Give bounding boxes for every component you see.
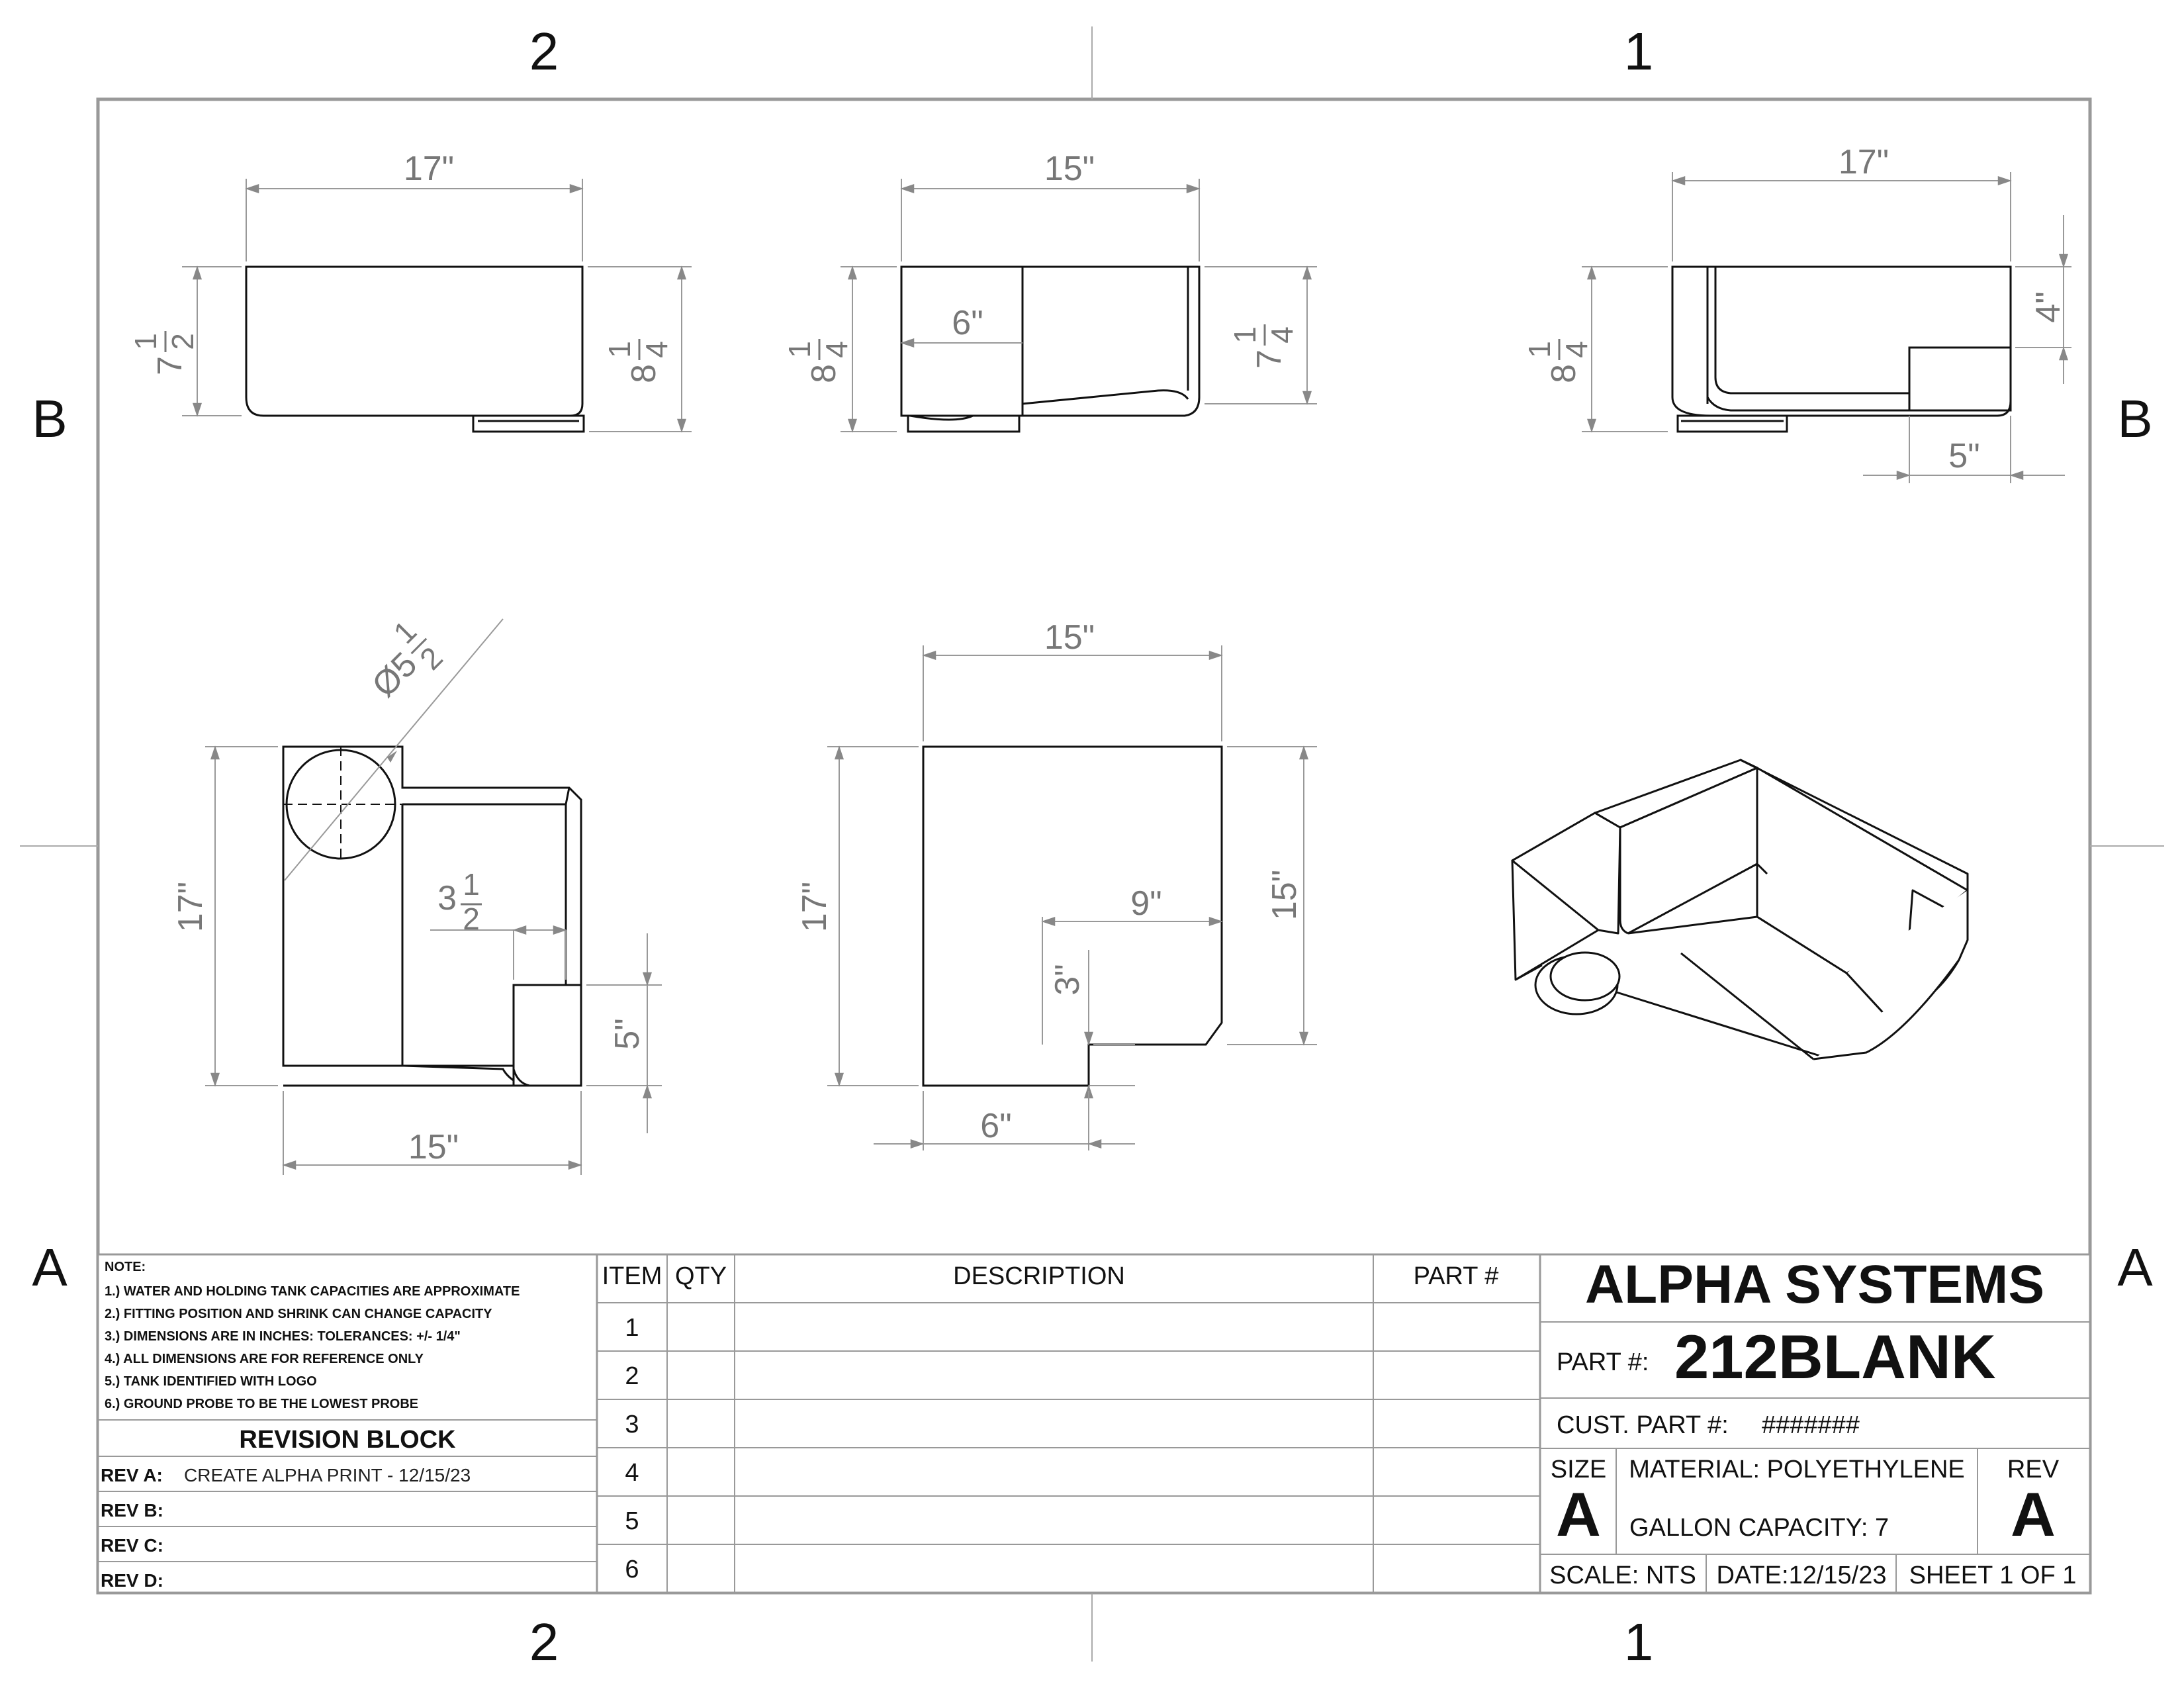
isometric-view [1511,759,1969,1060]
customer-part-value: ####### [1762,1411,1860,1439]
back-width-label: 17" [1839,143,1889,181]
date-text: DATE:12/15/23 [1716,1562,1886,1589]
notes-heading: NOTE: [105,1260,146,1274]
company-name: ALPHA SYSTEMS [1585,1254,2044,1315]
note-line-1: 1.) WATER AND HOLDING TANK CAPACITIES AR… [105,1284,520,1299]
scale-text: SCALE: NTS [1549,1562,1696,1589]
side-right-height-label: 7 [1250,350,1289,369]
rev-c-label: REV C: [101,1535,163,1556]
top-inner-label: 3 [437,879,457,917]
note-line-5: 5.) TANK IDENTIFIED WITH LOGO [105,1374,317,1389]
rev-a-text: CREATE ALPHA PRINT - 12/15/23 [184,1465,471,1485]
side-inner-label: 6" [952,304,983,342]
note-line-6: 6.) GROUND PROBE TO BE THE LOWEST PROBE [105,1397,418,1411]
zone-left-A: A [32,1238,68,1297]
bottom-right-height-label: 15" [1265,870,1304,920]
revision-block-title: REVISION BLOCK [239,1426,456,1454]
bom-item-3: 3 [625,1411,639,1438]
size-label: SIZE [1551,1456,1606,1483]
bom-item-4: 4 [625,1459,639,1487]
bottom-notch-width-label: 9" [1130,884,1161,923]
side-left-height-label: 8 [805,364,843,383]
back-left-height-label: 8 [1545,364,1583,383]
zone-bottom-2: 2 [529,1613,559,1671]
zone-left-B: B [32,389,67,448]
bom-item-5: 5 [625,1507,639,1535]
capacity-text: GALLON CAPACITY: 7 [1629,1514,1889,1542]
side-left-frac-den: 4 [819,341,854,358]
title-block: ALPHA SYSTEMS PART #: 212BLANK CUST. PAR… [1539,1253,2091,1594]
bottom-view: 15" 17" 15" 9" 3" 6" [796,618,1317,1150]
front-left-height-label: 7 [151,356,189,375]
bom-header-qty: QTY [675,1262,727,1290]
bottom-base-width-label: 6" [980,1107,1011,1145]
bottom-notch-height-label: 3" [1048,964,1087,995]
front-right-frac-den: 4 [639,341,674,358]
rev-b-label: REV B: [101,1500,163,1521]
top-width-label: 15" [408,1128,459,1166]
note-line-3: 3.) DIMENSIONS ARE IN INCHES: TOLERANCES… [105,1329,461,1344]
side-right-frac-num: 1 [1228,326,1262,344]
material-text: MATERIAL: POLYETHYLENE [1629,1456,1965,1483]
side-right-frac-den: 4 [1265,326,1299,344]
side-view: 15" 6" 8 1 4 7 1 4 [782,150,1317,433]
zone-top-2: 2 [529,22,559,81]
rev-label: REV [2007,1456,2060,1483]
part-number-label: PART #: [1557,1348,1649,1376]
front-right-frac-num: 1 [602,341,637,358]
zone-bottom-1: 1 [1624,1613,1654,1671]
front-left-frac-num: 1 [128,333,163,350]
note-line-4: 4.) ALL DIMENSIONS ARE FOR REFERENCE ONL… [105,1352,424,1366]
top-inner-frac-num: 1 [463,867,480,902]
bottom-width-label: 15" [1044,618,1095,657]
bom-header-part: PART # [1414,1262,1499,1290]
top-step-label: 5" [608,1018,647,1049]
part-number-value: 212BLANK [1674,1322,1996,1391]
size-value: A [1556,1479,1601,1549]
rev-value: A [2011,1479,2056,1549]
zone-ticks [20,26,2164,1662]
sheet-text: SHEET 1 OF 1 [1909,1562,2077,1589]
front-left-frac-den: 2 [165,333,200,350]
back-left-frac-den: 4 [1559,341,1594,358]
bom-item-2: 2 [625,1362,639,1390]
zone-top-1: 1 [1624,22,1654,81]
front-view: 17" 7 1 2 8 1 4 [128,150,692,433]
rev-d-label: REV D: [101,1570,163,1591]
back-step-height-label: 4" [2029,291,2068,322]
bom-item-1: 1 [625,1314,639,1342]
bom-header-item: ITEM [602,1262,662,1290]
top-inner-frac-den: 2 [463,902,480,936]
back-view: 17" 4" 5" 8 1 4 [1522,143,2071,483]
bom-item-6: 6 [625,1556,639,1583]
zone-right-B: B [2117,389,2152,448]
note-line-2: 2.) FITTING POSITION AND SHRINK CAN CHAN… [105,1307,492,1321]
notes-block: NOTE: 1.) WATER AND HOLDING TANK CAPACIT… [97,1253,598,1594]
zone-right-A: A [2117,1238,2153,1297]
bottom-height-label: 17" [796,882,834,932]
top-view: Ø5 1 2 17" 15" 5" 3 1 2 [171,614,662,1175]
front-width-label: 17" [404,150,454,188]
back-left-frac-num: 1 [1522,341,1557,358]
bom-table: ITEM QTY DESCRIPTION PART # 1 2 3 4 5 6 [596,1253,1541,1594]
rev-a-label: REV A: [101,1465,163,1485]
top-diameter-frac-num: 1 [387,614,423,650]
top-height-label: 17" [171,882,210,932]
customer-part-label: CUST. PART #: [1557,1411,1729,1439]
back-step-width-label: 5" [1948,437,1979,475]
side-width-label: 15" [1044,150,1095,188]
front-right-height-label: 8 [625,364,663,383]
bom-header-description: DESCRIPTION [953,1262,1125,1290]
side-left-frac-num: 1 [782,341,817,358]
